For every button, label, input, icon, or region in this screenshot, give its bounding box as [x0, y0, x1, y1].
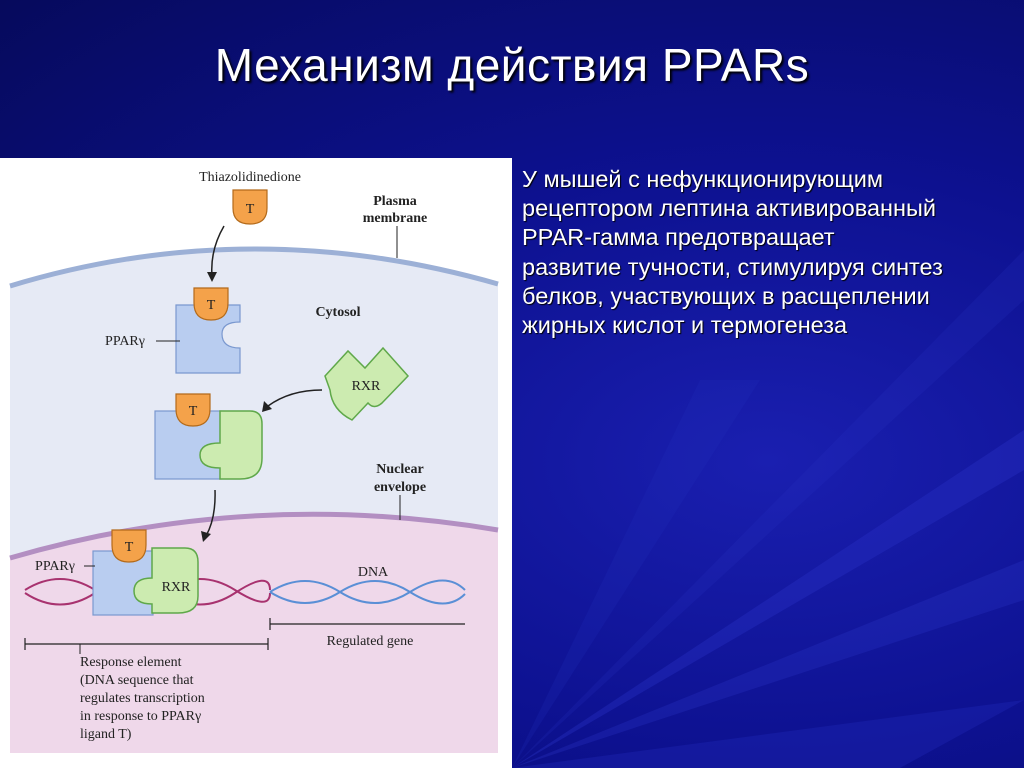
- nuclear-envelope-line: [9, 511, 499, 561]
- body-line-2: рецептором лептина активированный: [522, 195, 937, 222]
- regulated-gene-bracket: [269, 618, 465, 630]
- slide-body-text: У мышей с нефункционирующим рецептором л…: [522, 165, 1024, 375]
- slide-title: Механизм действия PPARs: [214, 39, 810, 91]
- response-element-line-2: (DNA sequence that: [80, 673, 194, 688]
- regulated-gene-label: Regulated gene: [327, 634, 414, 649]
- arrow-binding: [211, 225, 225, 277]
- body-line-5: белков, участвующих в расщеплении: [522, 282, 930, 309]
- body-line-3: PPAR-гамма предотвращает: [522, 224, 835, 251]
- ligand-letter-dna: T: [125, 540, 134, 555]
- body-line-6: жирных кислот и термогенеза: [522, 312, 848, 339]
- ppar-gamma-receptor: T: [175, 287, 241, 374]
- body-line-1: У мышей с нефункционирующим: [522, 166, 884, 192]
- response-element-line-3: regulates transcription: [80, 691, 205, 706]
- ligand-t-free: T: [232, 189, 268, 225]
- ppar-label-cytosol: PPARγ: [105, 334, 145, 349]
- ppar-rxr-on-dna: T RXR: [92, 529, 199, 616]
- plasma-membrane-label-2: membrane: [363, 211, 428, 226]
- plasma-membrane-label-1: Plasma: [373, 194, 417, 209]
- rxr-free: RXR: [324, 346, 410, 421]
- nuclear-envelope-label-2: envelope: [374, 480, 426, 495]
- cytosol-region: [10, 248, 498, 559]
- ligand-letter-bound: T: [207, 298, 216, 313]
- cytosol-label: Cytosol: [315, 305, 360, 320]
- ppar-rxr-complex: T: [154, 393, 263, 480]
- response-element-line-5: ligand T): [80, 727, 132, 742]
- ligand-letter-complex: T: [189, 404, 198, 419]
- ppar-diagram-svg: T Thiazolidinedione Plasma membrane Cyto…: [9, 170, 499, 753]
- arrow-translocation: [205, 489, 216, 537]
- ppar-label-nucleus: PPARγ: [35, 559, 75, 574]
- ligand-letter: T: [246, 202, 255, 217]
- thiazolidinedione-label: Thiazolidinedione: [199, 170, 301, 185]
- response-element-line-4: in response to PPARγ: [80, 709, 201, 724]
- plasma-membrane-line: [9, 246, 499, 289]
- dna-label: DNA: [358, 565, 389, 580]
- response-element-bracket: [24, 638, 269, 654]
- dna-strand-blue: [269, 579, 466, 604]
- dna-strand-blue-2: [269, 580, 466, 605]
- rxr-label-free: RXR: [352, 379, 381, 394]
- rxr-label-dna: RXR: [162, 580, 191, 595]
- body-line-4: развитие тучности, стимулируя синтез: [522, 253, 943, 280]
- response-element-line-1: Response element: [80, 655, 182, 670]
- nuclear-envelope-label-1: Nuclear: [376, 462, 423, 477]
- ppar-mechanism-figure: T Thiazolidinedione Plasma membrane Cyto…: [0, 158, 512, 768]
- arrow-dimerization: [267, 389, 323, 407]
